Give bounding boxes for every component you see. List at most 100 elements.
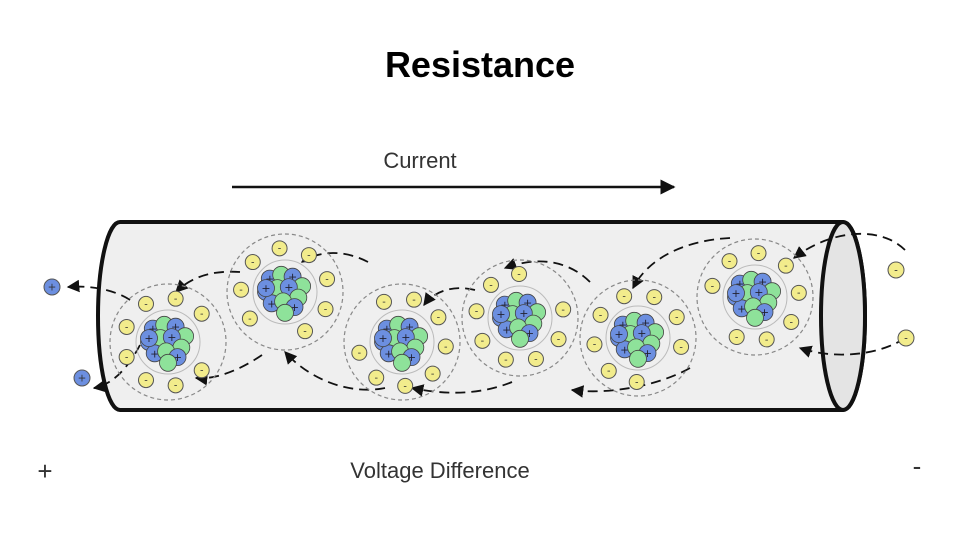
svg-text:+: + [288, 271, 297, 284]
atoms-group: +++++++--------+++++++--------+++++++---… [109, 233, 814, 401]
svg-text:-: - [489, 280, 493, 291]
svg-text:-: - [382, 297, 386, 308]
svg-text:-: - [561, 305, 565, 316]
svg-text:-: - [251, 257, 255, 268]
svg-text:+: + [384, 347, 393, 360]
electron: - [728, 329, 745, 346]
electron: - [790, 284, 807, 301]
svg-text:+: + [150, 347, 159, 360]
svg-text:-: - [728, 257, 732, 268]
electron: - [555, 301, 572, 318]
electron: - [397, 377, 414, 394]
svg-text:-: - [517, 269, 521, 280]
svg-text:+: + [407, 351, 416, 364]
electron: - [673, 338, 690, 355]
svg-text:-: - [679, 342, 683, 353]
svg-text:-: - [174, 294, 178, 305]
svg-text:+: + [643, 347, 652, 360]
free-electron: - [897, 329, 915, 347]
atom: +++++++-------- [226, 233, 344, 351]
electron: - [241, 310, 258, 327]
svg-text:-: - [125, 322, 129, 333]
svg-text:-: - [437, 313, 441, 324]
electron: - [600, 362, 617, 379]
svg-text:-: - [481, 336, 485, 347]
electron: - [138, 372, 154, 389]
svg-text:-: - [200, 309, 204, 320]
svg-text:+: + [267, 297, 276, 310]
svg-text:+: + [284, 281, 293, 294]
current-label: Current [383, 148, 456, 173]
svg-text:+: + [731, 287, 740, 300]
svg-text:+: + [171, 321, 180, 334]
svg-text:-: - [200, 366, 204, 377]
svg-text:-: - [307, 250, 311, 261]
electron: - [319, 271, 336, 288]
electron: - [468, 303, 485, 320]
electron: - [406, 291, 423, 308]
atom: +++++++-------- [109, 283, 227, 401]
free-ion: + [73, 369, 91, 387]
svg-text:+: + [405, 321, 414, 334]
svg-text:+: + [525, 327, 534, 340]
svg-text:-: - [797, 288, 801, 299]
atom: +++++++-------- [696, 238, 814, 356]
svg-text:+: + [760, 306, 769, 319]
positive-terminal: + [37, 456, 52, 486]
nucleus: +++++++ [727, 270, 781, 327]
electron: - [482, 276, 499, 293]
electron: - [511, 266, 528, 283]
svg-text:-: - [622, 292, 626, 303]
atom: +++++++-------- [343, 283, 461, 401]
svg-text:-: - [303, 327, 307, 338]
svg-text:-: - [557, 335, 561, 346]
electron: - [118, 349, 135, 366]
svg-text:-: - [735, 332, 739, 343]
free-ion: + [43, 278, 61, 296]
electron: - [474, 332, 491, 349]
svg-text:+: + [48, 282, 57, 294]
electron: - [300, 247, 317, 264]
electron: - [586, 336, 603, 353]
svg-text:+: + [378, 332, 387, 345]
electron: - [375, 293, 392, 310]
svg-text:+: + [758, 276, 767, 289]
electron: - [628, 373, 645, 390]
svg-text:-: - [504, 355, 508, 366]
electron: - [646, 289, 663, 306]
electron: - [138, 295, 154, 312]
svg-text:-: - [374, 373, 378, 384]
svg-text:-: - [607, 366, 611, 377]
electron: - [297, 323, 314, 340]
svg-text:-: - [144, 375, 148, 386]
electron: - [430, 309, 447, 326]
svg-text:-: - [239, 285, 243, 296]
svg-text:+: + [737, 302, 746, 315]
electron: - [351, 344, 368, 361]
electron: - [437, 338, 454, 355]
nucleus: +++++++ [140, 315, 195, 372]
electron: - [497, 351, 514, 368]
electron: - [244, 254, 261, 271]
svg-text:+: + [502, 323, 511, 336]
nucleus: +++++++ [492, 291, 546, 348]
svg-text:-: - [125, 352, 129, 363]
nucleus: +++++++ [257, 265, 312, 322]
svg-text:+: + [78, 373, 87, 385]
svg-text:+: + [167, 331, 176, 344]
svg-text:+: + [290, 301, 299, 314]
electron: - [167, 290, 184, 307]
svg-text:+: + [735, 278, 744, 291]
svg-text:-: - [789, 317, 793, 328]
electron: - [118, 318, 135, 335]
electron: - [527, 351, 544, 368]
svg-text:+: + [382, 323, 391, 336]
free-particles-group: --++ [43, 261, 915, 387]
voltage-difference-label: Voltage Difference [350, 458, 529, 483]
svg-text:+: + [144, 332, 153, 345]
electron: - [368, 369, 385, 386]
svg-text:-: - [765, 335, 769, 346]
electron: - [550, 331, 567, 348]
svg-text:+: + [401, 331, 410, 344]
